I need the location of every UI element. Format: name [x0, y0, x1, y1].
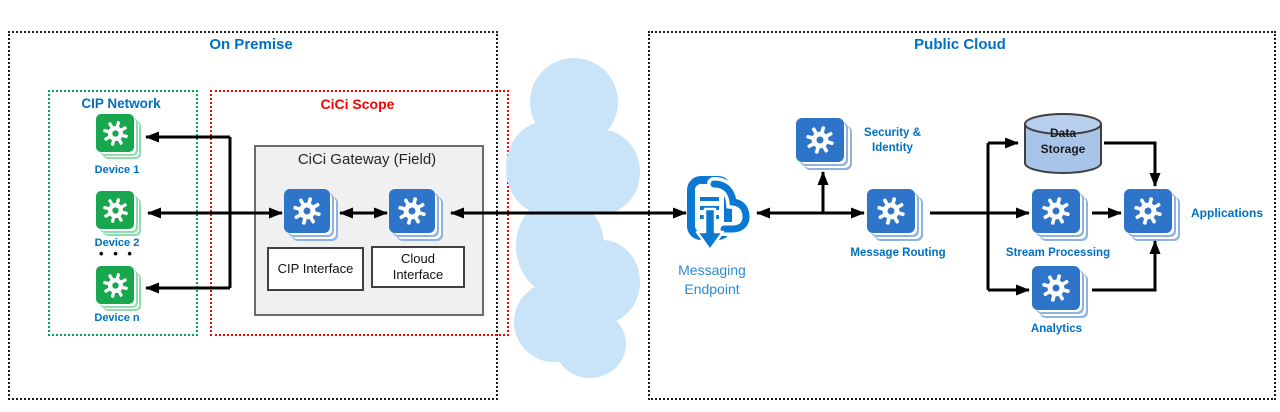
analytics-icon: [1032, 266, 1080, 310]
device-2-label: Device 2: [94, 237, 140, 249]
message-routing-label: Message Routing: [850, 247, 946, 259]
security-identity-label: Security & Identity: [864, 127, 921, 154]
cloud-interface-box: Cloud Interface: [371, 246, 465, 288]
cici-scope-title: CiCi Scope: [320, 96, 395, 112]
messaging-endpoint-label: Messaging Endpoint: [678, 262, 746, 297]
gear-icon: [1042, 274, 1070, 302]
applications-label: Applications: [1191, 206, 1264, 220]
gear-icon: [102, 120, 128, 146]
data-storage-cylinder: [1024, 113, 1102, 174]
stream-processing-icon: [1032, 189, 1080, 233]
on-premise-title: On Premise: [209, 36, 293, 53]
gear-icon: [398, 197, 426, 225]
wan-cloud-shape: [506, 58, 640, 378]
analytics-label: Analytics: [1030, 323, 1083, 335]
device-n-label: Device n: [94, 312, 140, 324]
applications-icon: [1124, 189, 1172, 233]
gear-icon: [102, 197, 128, 223]
security-identity-icon: [796, 118, 844, 162]
gear-icon: [1042, 197, 1070, 225]
cloud-interface-gear-icon: [389, 189, 435, 233]
gateway-title: CiCi Gateway (Field): [297, 151, 437, 168]
stream-processing-label: Stream Processing: [1005, 247, 1111, 259]
device-1-label: Device 1: [94, 164, 140, 176]
gear-icon: [293, 197, 321, 225]
device-1-icon: [96, 114, 134, 152]
gear-icon: [877, 197, 905, 225]
device-2-icon: [96, 191, 134, 229]
message-routing-icon: [867, 189, 915, 233]
gear-icon: [1134, 197, 1162, 225]
device-n-icon: [96, 266, 134, 304]
cip-network-title: CIP Network: [81, 96, 161, 111]
devices-ellipsis: • • •: [99, 246, 135, 261]
cip-interface-gear-icon: [284, 189, 330, 233]
cip-interface-box: CIP Interface: [267, 247, 364, 291]
public-cloud-title: Public Cloud: [914, 36, 1006, 53]
gear-icon: [102, 272, 128, 298]
gear-icon: [806, 126, 834, 154]
data-storage-label: Data Storage: [1040, 126, 1086, 156]
messaging-endpoint-icon: [687, 176, 752, 252]
